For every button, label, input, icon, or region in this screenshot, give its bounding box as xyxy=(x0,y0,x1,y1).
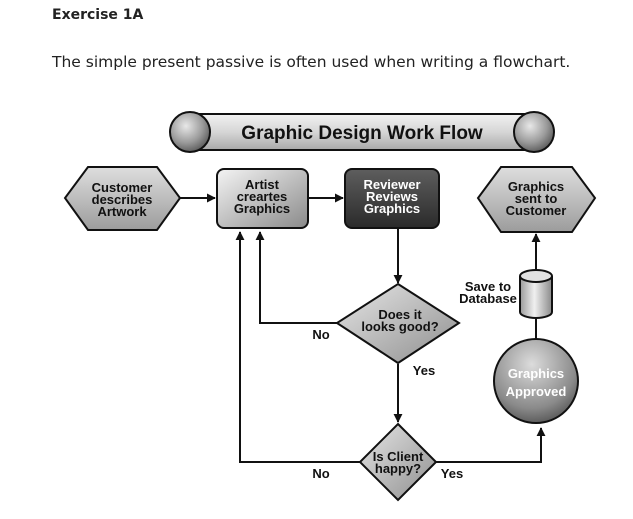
intro-text: The simple present passive is often used… xyxy=(52,53,571,71)
database-label-line1: Save to xyxy=(465,279,511,294)
diagram-title: Graphic Design Work Flow xyxy=(241,123,483,144)
node-graphics-sent-to-customer: Graphics sent to Customer xyxy=(476,166,597,233)
edge-client-yes xyxy=(436,427,546,463)
svg-text:Customer: Customer xyxy=(92,180,153,195)
svg-text:creartes: creartes xyxy=(237,189,288,204)
svg-text:Does it: Does it xyxy=(378,307,422,322)
svg-text:looks good?: looks good? xyxy=(361,319,438,334)
svg-text:Artist: Artist xyxy=(245,177,280,192)
svg-text:Graphics: Graphics xyxy=(364,201,420,216)
svg-text:describes: describes xyxy=(92,192,153,207)
edge-client-no xyxy=(235,231,360,463)
label-client-yes: Yes xyxy=(441,466,463,481)
svg-text:Customer: Customer xyxy=(506,203,567,218)
title-banner: Graphic Design Work Flow xyxy=(169,111,555,153)
svg-text:Graphics: Graphics xyxy=(508,366,564,381)
label-looks-yes: Yes xyxy=(413,363,435,378)
svg-text:Graphics: Graphics xyxy=(508,179,564,194)
exercise-heading: Exercise 1A xyxy=(52,7,144,23)
banner-left-knob xyxy=(169,111,211,153)
node-graphics-approved: Graphics Approved xyxy=(493,338,579,424)
edge-looks-no xyxy=(255,231,338,324)
database-cylinder xyxy=(519,269,553,319)
svg-text:happy?: happy? xyxy=(375,461,421,476)
svg-text:Approved: Approved xyxy=(506,384,567,399)
database-label-line2: Database xyxy=(459,291,517,306)
node-reviewer-reviews-graphics: Reviewer Reviews Graphics xyxy=(344,168,440,229)
connectors xyxy=(180,193,546,463)
node-customer-describes-artwork: Customer describes Artwork xyxy=(63,166,182,231)
svg-text:sent to: sent to xyxy=(515,191,558,206)
decision-client-happy: Is Client happy? xyxy=(358,422,438,502)
banner-right-knob xyxy=(513,111,555,153)
svg-text:Graphics: Graphics xyxy=(234,201,290,216)
label-client-no: No xyxy=(312,466,329,481)
label-looks-no: No xyxy=(312,327,329,342)
svg-text:Is Client: Is Client xyxy=(373,449,424,464)
svg-text:Reviews: Reviews xyxy=(366,189,418,204)
svg-text:Reviewer: Reviewer xyxy=(363,177,420,192)
svg-text:Artwork: Artwork xyxy=(97,204,147,219)
decision-looks-good: Does it looks good? xyxy=(335,282,461,365)
node-artist-creates-graphics: Artist creartes Graphics xyxy=(216,168,309,229)
